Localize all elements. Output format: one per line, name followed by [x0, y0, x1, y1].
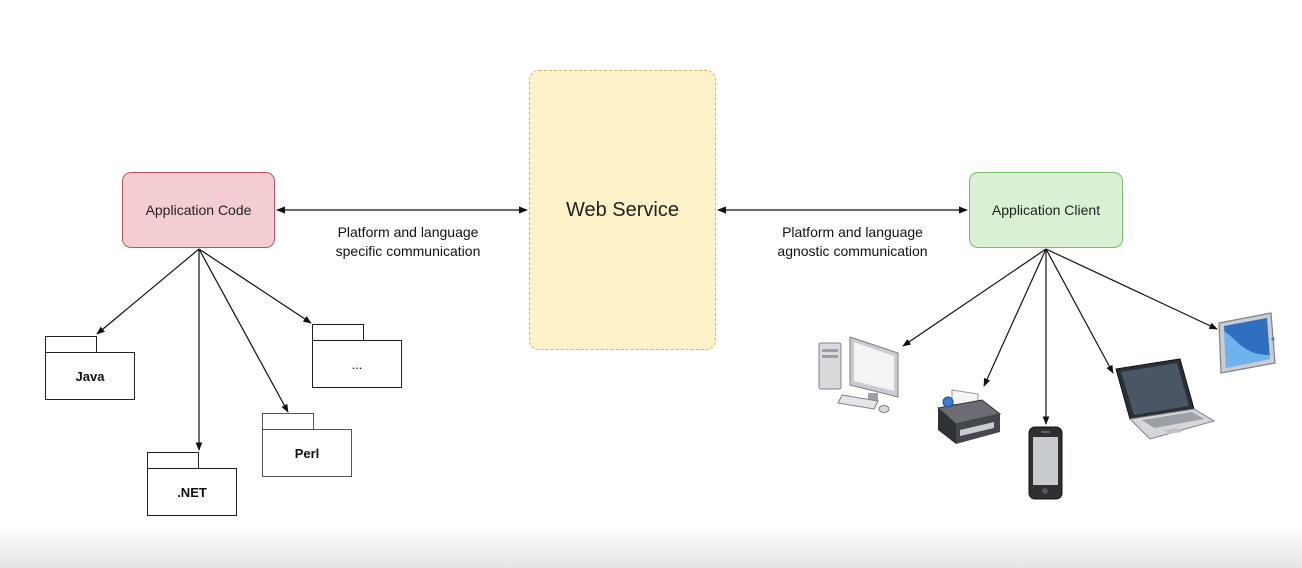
java-package[interactable]: Java	[45, 336, 135, 400]
client-to-tablet-arrow	[1045, 248, 1218, 330]
application-client-node[interactable]: Application Client	[969, 172, 1123, 248]
client-to-desktop-arrow	[902, 248, 1047, 347]
perl-package[interactable]: Perl	[262, 413, 352, 477]
tablet-icon	[1218, 312, 1276, 374]
code-to-more-arrow	[198, 248, 312, 324]
other-languages-package[interactable]: ...	[312, 324, 402, 388]
package-body: .NET	[147, 468, 237, 516]
specific-communication-label: Platform and language specific communica…	[335, 224, 481, 259]
laptop-icon	[1115, 358, 1216, 440]
code-to-perl-arrow	[198, 248, 289, 413]
perl-label: Perl	[294, 445, 320, 461]
other-languages-label: ...	[351, 356, 363, 372]
package-tab	[45, 336, 97, 352]
client-to-laptop-arrow	[1045, 248, 1114, 374]
package-tab	[147, 452, 199, 468]
bottom-gradient-band	[0, 525, 1302, 568]
net-package[interactable]: .NET	[147, 452, 237, 516]
application-client-label: Application Client	[991, 202, 1101, 218]
application-code-label: Application Code	[145, 202, 252, 218]
package-tab	[312, 324, 364, 340]
package-body: ...	[312, 340, 402, 388]
java-label: Java	[75, 368, 105, 384]
code-to-java-arrow	[96, 248, 200, 335]
printer-icon	[936, 389, 1002, 444]
agnostic-communication-label: Platform and language agnostic communica…	[777, 224, 928, 259]
web-service-label: Web Service	[565, 198, 679, 221]
mobile-phone-icon	[1028, 426, 1063, 500]
client-to-printer-arrow	[983, 248, 1047, 387]
package-body: Java	[45, 352, 135, 400]
web-service-node[interactable]: Web Service	[529, 70, 716, 350]
package-tab	[262, 413, 314, 429]
desktop-computer-icon	[818, 336, 899, 413]
application-code-node[interactable]: Application Code	[122, 172, 275, 248]
package-body: Perl	[262, 429, 352, 477]
net-label: .NET	[177, 484, 207, 500]
